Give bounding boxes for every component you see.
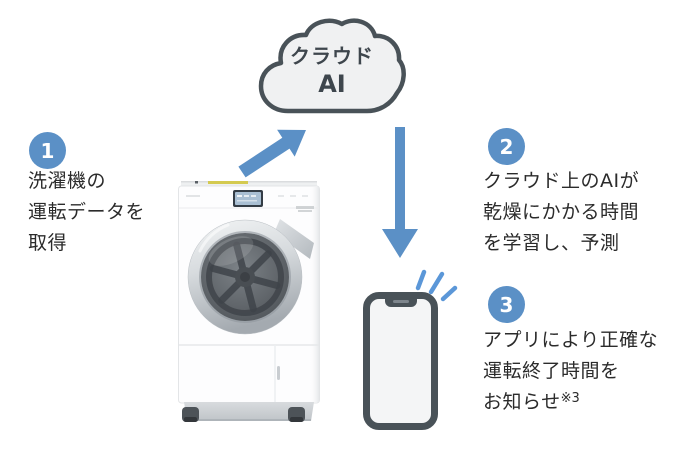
download-arrow-icon — [382, 127, 418, 258]
footnote-marker: ※3 — [560, 391, 580, 406]
step-1-text: 洗濯機の 運転データを 取得 — [28, 166, 145, 259]
step-2-line-1: クラウド上のAIが — [483, 170, 640, 192]
smartphone-icon — [363, 292, 438, 430]
step-3-line-3-text: お知らせ — [483, 391, 561, 413]
step-3-line-1: アプリにより正確な — [483, 329, 659, 351]
step-3-line-2: 運転終了時間を — [483, 360, 620, 382]
step-1-line-2: 運転データを — [28, 201, 146, 223]
washing-machine-illustration — [178, 181, 320, 422]
step-1-line-1: 洗濯機の — [28, 170, 107, 192]
cloud-ai-icon — [258, 18, 406, 114]
phone-notch — [384, 299, 417, 307]
step-3-line-3: お知らせ※3 — [483, 387, 658, 420]
upload-arrow-icon — [238, 129, 306, 178]
phone-speaker — [392, 300, 409, 303]
step-2-text: クラウド上のAIが 乾燥にかかる時間 を学習し、予測 — [483, 166, 639, 259]
step-3-text: アプリにより正確な 運転終了時間を お知らせ※3 — [483, 325, 658, 420]
step-1-badge: 1 — [29, 132, 66, 169]
step-2-line-3: を学習し、予測 — [483, 232, 620, 254]
step-1-line-3: 取得 — [28, 232, 68, 254]
notification-rays-icon — [415, 269, 458, 302]
step-2-line-2: 乾燥にかかる時間 — [483, 201, 640, 223]
step-3-badge: 3 — [488, 286, 525, 323]
step-2-badge: 2 — [488, 128, 525, 165]
